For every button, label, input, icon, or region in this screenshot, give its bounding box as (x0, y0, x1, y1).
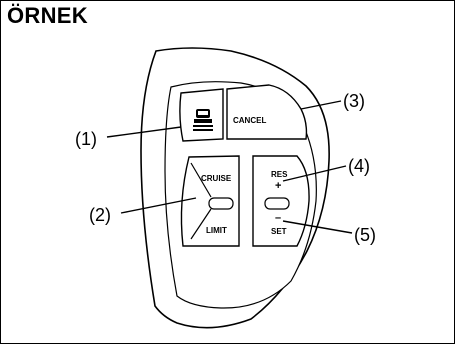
limit-label: LIMIT (206, 226, 227, 235)
callout-4: (4) (348, 156, 370, 176)
leader-line-5 (282, 220, 353, 234)
res-label: RES (271, 170, 288, 179)
plus-label: + (275, 180, 281, 192)
callout-2: (2) (89, 205, 111, 225)
distance-button[interactable] (179, 88, 224, 142)
vehicle-distance-icon (193, 109, 213, 131)
callout-1: (1) (75, 129, 97, 149)
leader-line-4 (282, 165, 347, 182)
leader-line-2 (120, 197, 197, 214)
set-label: SET (271, 227, 287, 236)
leader-line-1 (106, 126, 182, 138)
res-set-rocker[interactable]: RES + – SET (252, 155, 310, 247)
minus-label: – (275, 212, 281, 224)
res-set-indicator (264, 197, 290, 210)
callout-5: (5) (354, 225, 376, 245)
page-title: ÖRNEK (7, 3, 88, 28)
cruise-indicator (208, 197, 234, 210)
callout-3: (3) (343, 91, 365, 111)
cruise-limit-rocker[interactable]: CRUISE LIMIT (180, 155, 240, 247)
cruise-label: CRUISE (201, 174, 232, 183)
leader-line-3 (300, 100, 342, 110)
cancel-label: CANCEL (233, 116, 266, 125)
